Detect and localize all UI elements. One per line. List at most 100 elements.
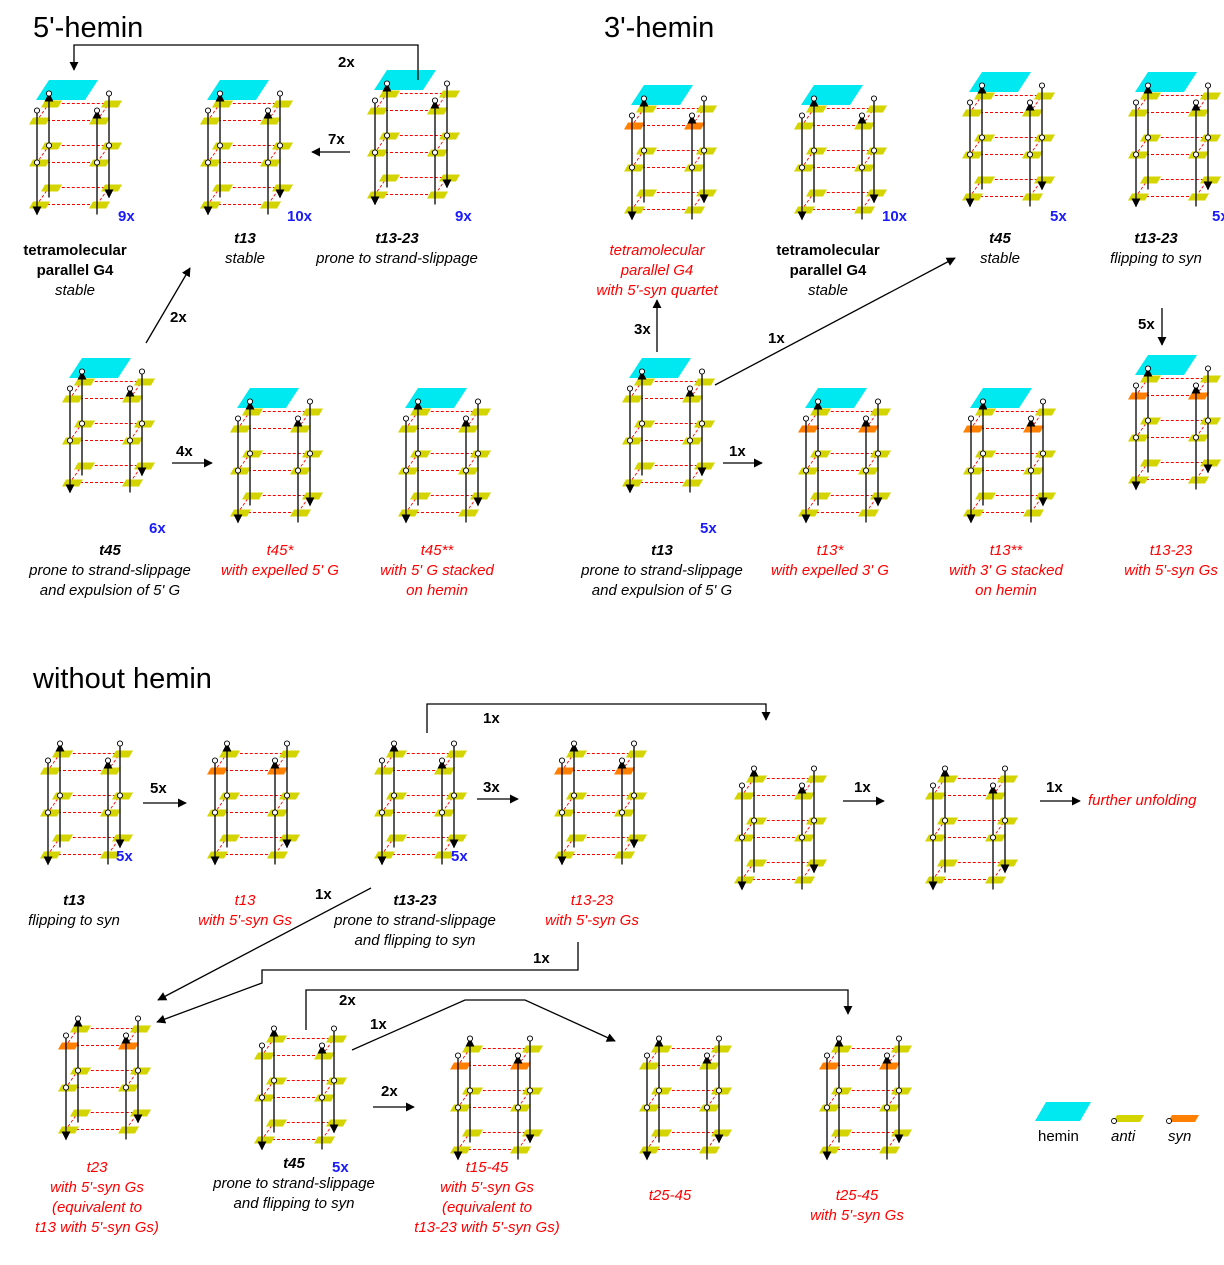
guanine-base [798, 509, 819, 517]
structure-caption-line: parallel G4 [790, 262, 867, 279]
strand-node [703, 1104, 711, 1111]
strand-node [402, 467, 410, 474]
g-quartet [819, 1045, 912, 1070]
guanine-base [1140, 92, 1161, 100]
transition-label-a18: 2x [381, 1083, 398, 1100]
transition-arrow-a16 [305, 989, 853, 1030]
guanine-base [639, 1062, 660, 1070]
guanine-base [134, 378, 155, 386]
guanine-base [510, 1146, 531, 1154]
guanine-base [963, 509, 984, 517]
structure-caption-line: with 5'-syn Gs [545, 912, 639, 929]
guanine-base [699, 1062, 720, 1070]
guanine-base [118, 1126, 139, 1134]
strand-node [1192, 434, 1200, 441]
g-quartet [254, 1035, 347, 1060]
guanine-base [794, 792, 815, 800]
hemin-icon [805, 388, 867, 408]
guanine-base [118, 1042, 139, 1050]
g-quartet [207, 750, 300, 775]
strand-node [390, 792, 398, 799]
guanine-base [566, 750, 587, 758]
strand-node [823, 1104, 831, 1111]
strand-end [438, 757, 446, 764]
structure-caption-line: t13 [235, 892, 257, 909]
structure-caption-line: prone to strand-slippage [580, 562, 743, 579]
strand-node [466, 1087, 474, 1094]
strand-end [626, 385, 634, 392]
strand-end [390, 740, 398, 747]
legend-anti-label: anti [1111, 1128, 1136, 1145]
strand-node [638, 420, 646, 427]
transition-arrow-a14 [157, 887, 372, 1001]
strand-end [270, 1025, 278, 1032]
transition-label-a17: 1x [370, 1016, 387, 1033]
legend: hemin anti syn [1035, 1102, 1199, 1145]
transition-label-a9: 1x [483, 710, 500, 727]
structure-caption-line: prone to strand-slippage [315, 250, 478, 267]
hemin-icon [970, 388, 1032, 408]
counter-label: 5x [116, 848, 133, 865]
transition-label-a16: 2x [339, 992, 356, 1009]
guanine-base [367, 191, 388, 199]
guanine-base [634, 378, 655, 386]
g-quartet [925, 775, 1018, 800]
guanine-base [279, 834, 300, 842]
strand-node [989, 834, 997, 841]
structure-caption-line: and flipping to syn [355, 932, 476, 949]
guanine-base [1140, 176, 1161, 184]
guanine-base [975, 492, 996, 500]
guanine-base [997, 775, 1018, 783]
strand-end [703, 1052, 711, 1059]
guanine-base [272, 184, 293, 192]
hemin-icon [36, 80, 98, 100]
guanine-base [427, 107, 448, 115]
g-quartet [554, 750, 647, 775]
guanine-base [470, 492, 491, 500]
guanine-base [806, 859, 827, 867]
guanine-base [379, 90, 400, 98]
strand-end [62, 1032, 70, 1039]
guanine-base [1200, 92, 1221, 100]
strand-end [258, 1042, 266, 1049]
guanine-base [89, 117, 110, 125]
g-quartet [398, 492, 491, 517]
structure-caption-line: prone to strand-slippage [28, 562, 191, 579]
transition-label-a1: 2x [338, 54, 355, 71]
structure-caption-line: (equivalent to [442, 1199, 532, 1216]
strand-node [1027, 467, 1035, 474]
strand-end [979, 398, 987, 405]
strand-node [270, 1077, 278, 1084]
g-quartet [58, 1109, 151, 1134]
strand-node [62, 1084, 70, 1091]
strand-node [895, 1087, 903, 1094]
strand-node [640, 147, 648, 154]
strand-end [514, 1052, 522, 1059]
strand-node [618, 809, 626, 816]
guanine-base [831, 1129, 852, 1137]
guanine-base [866, 105, 887, 113]
guanine-base [446, 750, 467, 758]
strand-end [33, 107, 41, 114]
guanine-base [985, 876, 1006, 884]
guanine-base [446, 834, 467, 842]
structure-caption-line: with expelled 3' G [771, 562, 889, 579]
guanine-base [314, 1136, 335, 1144]
g-quartet [398, 408, 491, 433]
guanine-base [200, 117, 221, 125]
strand-end [643, 1052, 651, 1059]
guanine-base [1188, 193, 1209, 201]
guanine-base [522, 1045, 543, 1053]
g-quartet [624, 189, 717, 214]
guanine-base [622, 395, 643, 403]
strand-end [378, 757, 386, 764]
strand-end [1192, 99, 1200, 106]
strand-node [454, 1104, 462, 1111]
guanine-base [870, 408, 891, 416]
g-quartet [639, 1129, 732, 1154]
strand-node [700, 147, 708, 154]
